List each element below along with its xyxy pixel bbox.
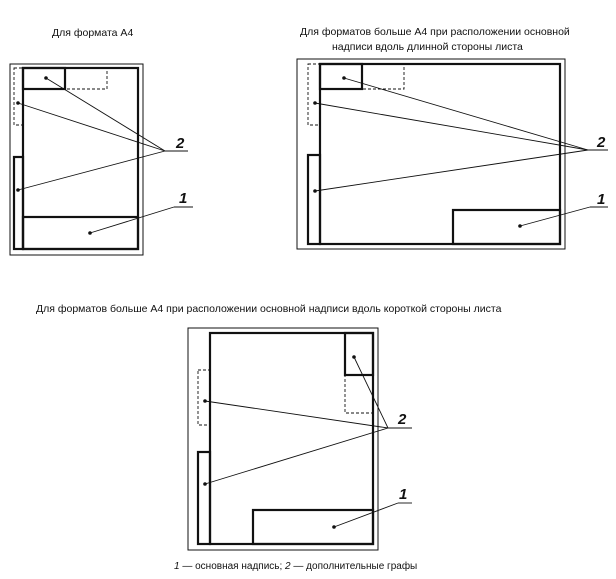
a4-leader-2a	[45, 77, 166, 152]
long-left-extra-column-dashed	[307, 63, 321, 126]
caption-long-side-line1: Для форматов больше А4 при расположении …	[300, 26, 570, 38]
caption-short-side: Для форматов больше А4 при расположении …	[36, 303, 502, 315]
short-callout-2: 2	[397, 411, 407, 428]
short-point-2a	[352, 355, 356, 359]
legend-number-1: 1	[174, 561, 180, 572]
short-sheet-outer-border	[187, 327, 379, 551]
long-point-2a	[342, 76, 346, 80]
long-sheet-outer-border	[296, 58, 566, 250]
a4-callout-1: 1	[179, 190, 187, 207]
long-top-extra-column	[318, 62, 364, 91]
short-point-1	[332, 525, 336, 529]
a4-frame	[21, 66, 140, 251]
short-callout-1: 1	[399, 486, 407, 503]
a4-main-title-block	[21, 215, 140, 251]
long-side-sheet-diagram: 2 1	[296, 58, 608, 250]
a4-left-extra-column-dashed	[13, 67, 24, 126]
legend-text-2: — дополнительные графы	[293, 560, 417, 572]
a4-point-2a	[44, 76, 48, 80]
short-frame	[208, 331, 375, 546]
caption-a4: Для формата А4	[52, 27, 133, 39]
caption-long-side-line2: надписи вдоль длинной стороны листа	[332, 41, 523, 53]
long-leader-1	[519, 206, 591, 227]
a4-top-extra-column-dashed	[64, 67, 108, 90]
long-point-1	[518, 224, 522, 228]
short-main-title-block	[251, 508, 375, 546]
a4-point-1	[88, 231, 92, 235]
long-leader-2a	[343, 77, 589, 151]
legend: 1 — основная надпись; 2 — дополнительные…	[174, 560, 417, 572]
long-point-2b	[313, 101, 317, 105]
short-point-2c	[203, 482, 207, 486]
a4-point-2b	[16, 101, 20, 105]
short-side-sheet-diagram: 2 1	[187, 327, 412, 551]
long-leader-2c	[314, 149, 589, 192]
long-main-title-block	[451, 208, 562, 246]
short-left-extra-column	[196, 450, 212, 546]
short-leader-1	[333, 502, 399, 528]
short-leader-2c	[204, 427, 389, 485]
short-left-extra-column-dashed	[197, 369, 211, 426]
long-left-extra-column	[306, 153, 322, 246]
long-callout-1: 1	[597, 191, 605, 208]
legend-text-1: — основная надпись;	[182, 561, 285, 572]
short-right-extra-column-dashed	[344, 374, 374, 414]
a4-leader-1	[89, 206, 175, 234]
a4-point-2c	[16, 188, 20, 192]
a4-left-extra-column	[12, 155, 25, 251]
a4-sheet-outer-border	[9, 63, 144, 256]
short-right-extra-column	[343, 331, 375, 377]
a4-leader-2c	[17, 150, 166, 191]
long-frame	[318, 62, 562, 246]
short-leader-2b	[204, 400, 389, 429]
long-callout-2: 2	[596, 134, 606, 151]
long-top-extra-column-dashed	[361, 63, 405, 90]
short-leader-2a	[353, 356, 389, 429]
long-point-2c	[313, 189, 317, 193]
a4-callout-2: 2	[175, 135, 185, 152]
long-leader-2b	[314, 102, 589, 151]
a4-leader-2b	[17, 102, 166, 152]
legend-number-2: 2	[284, 561, 291, 572]
a4-sheet-diagram: 2 1	[9, 63, 193, 256]
short-point-2b	[203, 399, 207, 403]
